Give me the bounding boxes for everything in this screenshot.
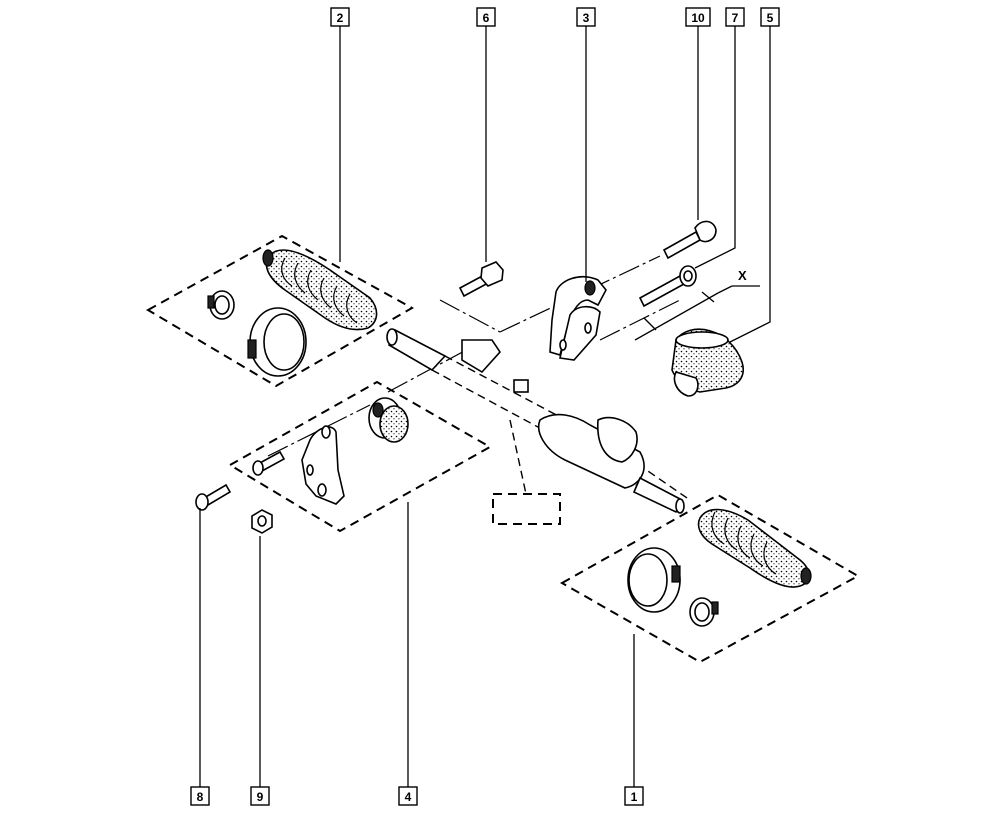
screw-axis-line [267, 404, 371, 457]
svg-text:10: 10 [691, 11, 705, 25]
housing-reference-box [492, 493, 561, 525]
dimension-x-label: X [738, 268, 747, 283]
callout-6: 6 [476, 7, 496, 27]
steering-rack-housing [386, 328, 691, 514]
boot-kit-left-outline [145, 234, 415, 388]
svg-text:2: 2 [337, 11, 344, 25]
boot-kit-right-outline [559, 493, 861, 664]
leader-7 [694, 26, 736, 269]
mount-kit-outline [228, 380, 493, 533]
nut-9 [251, 509, 273, 534]
left-large-clamp [247, 307, 307, 377]
bolt-7 [638, 265, 697, 308]
rubber-bush [368, 397, 409, 443]
mount-bracket-4 [301, 425, 345, 505]
right-small-clamp [689, 597, 719, 627]
callout-10: 10 [685, 7, 711, 27]
screw-4a [252, 450, 286, 476]
center-axis-line [439, 299, 501, 333]
bolt-6 [458, 261, 504, 298]
svg-text:1: 1 [631, 790, 638, 804]
callout-5: 5 [760, 7, 780, 27]
svg-text:3: 3 [583, 11, 590, 25]
svg-text:6: 6 [483, 11, 490, 25]
bolt-axis-line [499, 255, 661, 333]
svg-text:4: 4 [405, 790, 412, 804]
bolt-axis-line-left [387, 347, 471, 393]
callout-7: 7 [725, 7, 745, 27]
screw-8 [195, 483, 232, 511]
callout-8: 8 [190, 786, 210, 806]
callout-4: 4 [398, 786, 418, 806]
bolt7-axis-line [599, 299, 681, 341]
dimension-x-marker: X [634, 268, 760, 341]
left-small-clamp [207, 290, 235, 320]
left-bellows [262, 249, 378, 331]
svg-text:9: 9 [257, 790, 264, 804]
svg-text:8: 8 [197, 790, 204, 804]
bolt-10 [662, 220, 717, 260]
callout-1: 1 [624, 786, 644, 806]
svg-text:5: 5 [767, 11, 774, 25]
housing-leader-dashed [509, 419, 527, 495]
right-large-clamp [627, 547, 681, 613]
leader-5 [729, 26, 771, 343]
callout-3: 3 [576, 7, 596, 27]
right-bellows [697, 508, 812, 588]
svg-text:7: 7 [732, 11, 739, 25]
clamp-bracket-3 [549, 276, 607, 361]
dust-cover-5 [671, 328, 744, 397]
callout-9: 9 [250, 786, 270, 806]
callout-2: 2 [330, 7, 350, 27]
